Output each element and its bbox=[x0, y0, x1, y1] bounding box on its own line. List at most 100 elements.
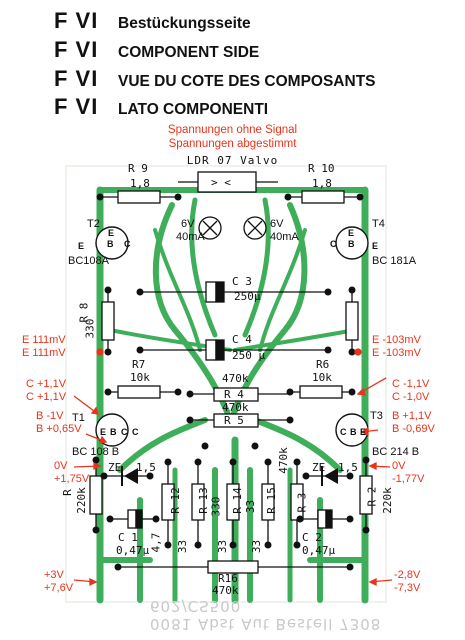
t1-pin-b: B bbox=[110, 427, 117, 437]
t2-pin-b: B bbox=[107, 239, 114, 249]
zener-diodes bbox=[104, 466, 350, 486]
transistor-t4 bbox=[335, 226, 369, 260]
lamp-right-voltage: 6V bbox=[270, 218, 284, 230]
voltage-supply-right-2: -7,3V bbox=[394, 582, 421, 594]
header-line-4: F VI LATO COMPONENTI bbox=[54, 94, 269, 119]
voltage-e-right-2: E -103mV bbox=[372, 347, 421, 359]
t3-pin-e: E bbox=[360, 427, 367, 437]
r3-value: 470k bbox=[276, 447, 290, 474]
capacitor-c2 bbox=[317, 509, 327, 529]
r9-value: 1,8 bbox=[130, 177, 150, 190]
t4-type: BC 181A bbox=[372, 255, 417, 267]
resistor-r16 bbox=[207, 560, 259, 574]
header-text: Bestückungsseite bbox=[118, 15, 251, 32]
c1-value: 0,47μ bbox=[116, 544, 150, 557]
voltage-ov-right-1: 0V bbox=[392, 460, 406, 472]
zener-left-value: 1,5 bbox=[136, 461, 156, 474]
r9-name: R 9 bbox=[128, 162, 148, 175]
resistor-r1 bbox=[89, 475, 103, 515]
voltage-ov-left-2: +1,75V bbox=[54, 473, 90, 485]
resistor-r4 bbox=[213, 387, 259, 402]
voltage-b-right-1: B +1,1V bbox=[392, 410, 432, 422]
c1-name: C 1 bbox=[118, 531, 138, 544]
solder-pads bbox=[92, 193, 370, 571]
voltage-b-right-2: B -0,69V bbox=[392, 423, 435, 435]
voltage-c-left-1: C +1,1V bbox=[26, 378, 67, 390]
resistor-r8 bbox=[101, 301, 115, 341]
voltage-ov-left: 0V +1,75V bbox=[54, 460, 89, 486]
transistor-t2 bbox=[95, 226, 129, 260]
t4-pin-b: B bbox=[348, 239, 355, 249]
t4-name: T4 bbox=[372, 218, 385, 230]
t4-pin-e-outer: E bbox=[372, 241, 379, 251]
voltage-e-right-1: E -103mV bbox=[372, 334, 421, 346]
voltage-b-left-2: B +0,65V bbox=[36, 423, 82, 435]
lamp-left-voltage: 6V bbox=[181, 218, 195, 230]
r14-value: 330 bbox=[209, 496, 223, 517]
t1-pin-e: E bbox=[100, 427, 107, 437]
header-text: VUE DU COTE DES COMPOSANTS bbox=[118, 73, 376, 90]
r3-name: R 3 bbox=[295, 492, 309, 513]
voltage-supply-right-1: -2,8V bbox=[394, 569, 421, 581]
c4-name: C 4 bbox=[232, 333, 252, 346]
r15-bottom-value: 33 bbox=[250, 539, 264, 554]
c3-value: 250μ bbox=[234, 290, 261, 303]
t2-type: BC108A bbox=[68, 255, 109, 267]
capacitor-c4 bbox=[205, 339, 217, 361]
header-text: LATO COMPONENTI bbox=[118, 101, 269, 118]
resistor-r15 bbox=[261, 483, 275, 521]
c4-value: 250 μ bbox=[232, 349, 266, 362]
r1-value: 220k bbox=[74, 487, 88, 514]
resistor-r14 bbox=[226, 483, 240, 521]
r13-value: 33 bbox=[176, 539, 190, 554]
header-prefix: F VI bbox=[54, 66, 99, 91]
r6-name: R6 bbox=[316, 358, 330, 371]
zener-right-value: 1,5 bbox=[338, 461, 358, 474]
r10-name: R 10 bbox=[308, 162, 335, 175]
r6-value: 10k bbox=[312, 371, 332, 384]
t4-pin-e: E bbox=[348, 228, 355, 238]
t2-name: T2 bbox=[87, 218, 100, 230]
header-prefix: F VI bbox=[54, 8, 99, 33]
voltage-b-right: B +1,1V B -0,69V bbox=[392, 410, 435, 436]
transistor-t1 bbox=[95, 413, 129, 447]
t3-name: T3 bbox=[370, 410, 383, 422]
voltage-supply-left-1: +3V bbox=[44, 569, 64, 581]
resistor-r7 bbox=[117, 385, 161, 399]
r12-name: R 12 bbox=[168, 487, 182, 514]
r15-name: R 15 bbox=[264, 487, 278, 514]
lamp-left-current: 40mA bbox=[176, 231, 205, 243]
r14-name: R 14 bbox=[230, 487, 244, 514]
header-prefix: F VI bbox=[54, 37, 99, 62]
c3-name: C 3 bbox=[232, 275, 252, 288]
header-text: COMPONENT SIDE bbox=[118, 44, 260, 61]
note-line-1: Spannungen ohne Signal bbox=[167, 124, 298, 136]
capacitor-c1 bbox=[127, 509, 137, 529]
ldr-label: LDR 07 Valvo bbox=[186, 154, 279, 167]
t1-pin-c-outer: C bbox=[132, 427, 139, 437]
voltage-e-left-2: E 111mV bbox=[22, 347, 66, 359]
voltage-c-left-2: C +1,1V bbox=[26, 391, 67, 403]
transistors bbox=[95, 226, 369, 447]
voltage-c-right-1: C -1,1V bbox=[392, 378, 430, 390]
zener-left-name: ZE bbox=[108, 461, 122, 474]
c2-value: 0,47μ bbox=[302, 544, 336, 557]
voltage-e-right: E -103mV E -103mV bbox=[372, 334, 421, 360]
c2-name: C 2 bbox=[302, 531, 322, 544]
components bbox=[89, 171, 373, 574]
voltage-supply-left: +3V +7,6V bbox=[44, 569, 73, 595]
resistor-r12 bbox=[161, 483, 175, 521]
resistor-r2 bbox=[359, 475, 373, 515]
voltage-b-left-1: B -1V bbox=[36, 410, 64, 422]
r16-value: 470k bbox=[212, 584, 239, 597]
r16-name: R16 bbox=[218, 572, 238, 585]
resistor-r10 bbox=[301, 190, 345, 204]
voltage-c-right-2: C -1,0V bbox=[392, 391, 430, 403]
voltage-ov-left-1: 0V bbox=[54, 460, 68, 472]
header-prefix: F VI bbox=[54, 94, 99, 119]
r7-name: R7 bbox=[132, 358, 146, 371]
voltage-supply-left-2: +7,6V bbox=[44, 582, 74, 594]
r5-name: R 5 bbox=[224, 414, 244, 427]
